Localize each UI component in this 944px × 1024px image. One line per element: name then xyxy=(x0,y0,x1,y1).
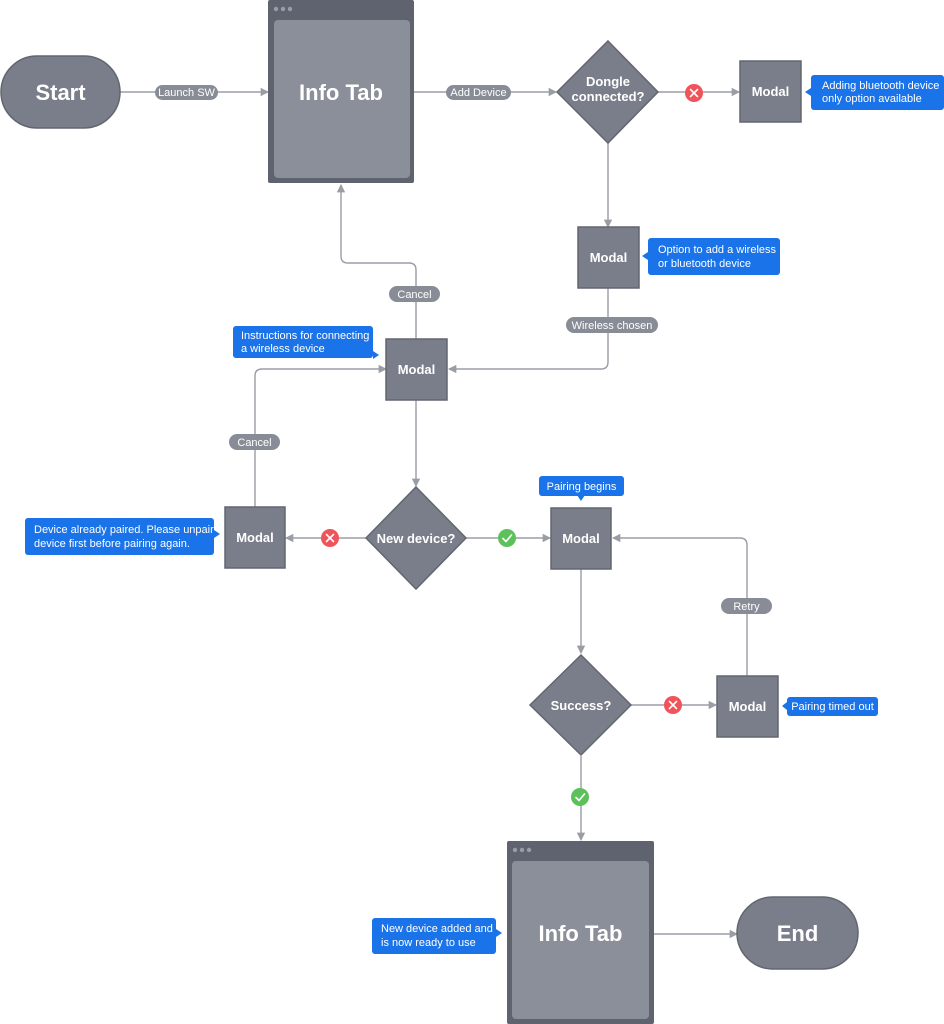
cross-icon xyxy=(664,696,682,714)
svg-text:Launch SW: Launch SW xyxy=(158,87,215,99)
svg-text:Modal: Modal xyxy=(752,84,790,99)
modal-wireless-instructions: Modal xyxy=(385,338,448,401)
svg-text:Adding bluetooth device: Adding bluetooth device xyxy=(822,80,939,92)
note-wireless-instructions: Instructions for connecting a wireless d… xyxy=(233,326,379,359)
svg-text:a wireless device: a wireless device xyxy=(241,343,325,355)
svg-text:Start: Start xyxy=(35,80,86,105)
edge-timeout-pairing-retry xyxy=(611,533,748,676)
modal-add-option: Modal xyxy=(577,226,640,289)
window-dot-icon xyxy=(287,6,293,12)
svg-text:Add Device: Add Device xyxy=(450,87,506,99)
svg-text:only option available: only option available xyxy=(822,93,922,105)
edge-label-retry: Retry xyxy=(721,598,772,614)
modal-timeout: Modal xyxy=(716,675,779,738)
svg-text:connected?: connected? xyxy=(572,89,645,104)
svg-text:is now ready to use: is now ready to use xyxy=(381,937,476,949)
svg-text:Pairing begins: Pairing begins xyxy=(547,481,617,493)
check-icon xyxy=(498,529,516,547)
note-device-added: New device added and is now ready to use xyxy=(372,918,502,954)
edge-label-cancel-1: Cancel xyxy=(389,286,440,302)
edge-label-cancel-2: Cancel xyxy=(229,434,280,450)
end-node: End xyxy=(736,896,859,970)
svg-text:Wireless chosen: Wireless chosen xyxy=(572,320,653,332)
svg-text:End: End xyxy=(777,921,819,946)
note-pairing-timed-out: Pairing timed out xyxy=(782,697,878,716)
check-icon xyxy=(571,788,589,806)
svg-text:device first before pairing ag: device first before pairing again. xyxy=(34,538,190,550)
modal-pairing: Modal xyxy=(550,507,612,570)
edge-option-instructions xyxy=(447,288,609,374)
edge-label-wireless-chosen: Wireless chosen xyxy=(566,317,658,333)
note-add-option: Option to add a wireless or bluetooth de… xyxy=(642,238,780,275)
window-dot-icon xyxy=(519,847,525,853)
svg-text:Modal: Modal xyxy=(236,530,274,545)
success-decision: Success? xyxy=(528,653,633,757)
edge-already-paired-instructions-cancel xyxy=(254,364,388,507)
svg-text:Modal: Modal xyxy=(590,250,628,265)
dongle-connected-decision: Dongle connected? xyxy=(555,39,660,145)
window-dot-icon xyxy=(526,847,532,853)
svg-text:New device?: New device? xyxy=(377,531,456,546)
modal-bluetooth-only: Modal xyxy=(739,60,802,123)
note-bluetooth-only: Adding bluetooth device only option avai… xyxy=(805,75,944,110)
window-dot-icon xyxy=(273,6,279,12)
svg-text:Pairing timed out: Pairing timed out xyxy=(791,701,874,713)
svg-text:Info Tab: Info Tab xyxy=(539,921,623,946)
info-tab-top-window: Info Tab xyxy=(268,0,414,183)
window-dot-icon xyxy=(280,6,286,12)
note-pairing-begins: Pairing begins xyxy=(539,476,624,501)
new-device-decision: New device? xyxy=(364,485,468,591)
edge-instructions-infotab-cancel xyxy=(336,183,417,339)
svg-text:Device already paired. Please: Device already paired. Please unpair xyxy=(34,524,214,536)
info-tab-bottom-window: Info Tab xyxy=(507,841,654,1024)
cross-icon xyxy=(685,84,703,102)
svg-text:Dongle: Dongle xyxy=(586,74,630,89)
svg-text:Modal: Modal xyxy=(398,362,436,377)
svg-text:Success?: Success? xyxy=(551,698,612,713)
svg-text:Modal: Modal xyxy=(729,699,767,714)
svg-text:Instructions for connecting: Instructions for connecting xyxy=(241,330,369,342)
note-already-paired: Device already paired. Please unpair dev… xyxy=(25,518,220,555)
edge-label-add-device: Add Device xyxy=(446,85,511,100)
edge-label-launch-sw: Launch SW xyxy=(155,85,218,100)
svg-text:Modal: Modal xyxy=(562,531,600,546)
svg-text:or bluetooth device: or bluetooth device xyxy=(658,258,751,270)
svg-text:Option to add a wireless: Option to add a wireless xyxy=(658,244,777,256)
start-node: Start xyxy=(0,55,121,129)
window-dot-icon xyxy=(512,847,518,853)
modal-already-paired: Modal xyxy=(224,506,286,569)
cross-icon xyxy=(321,529,339,547)
svg-text:Retry: Retry xyxy=(733,601,760,613)
svg-text:Cancel: Cancel xyxy=(237,437,271,449)
svg-text:Cancel: Cancel xyxy=(397,289,431,301)
svg-text:Info Tab: Info Tab xyxy=(299,80,383,105)
svg-text:New device added and: New device added and xyxy=(381,923,493,935)
